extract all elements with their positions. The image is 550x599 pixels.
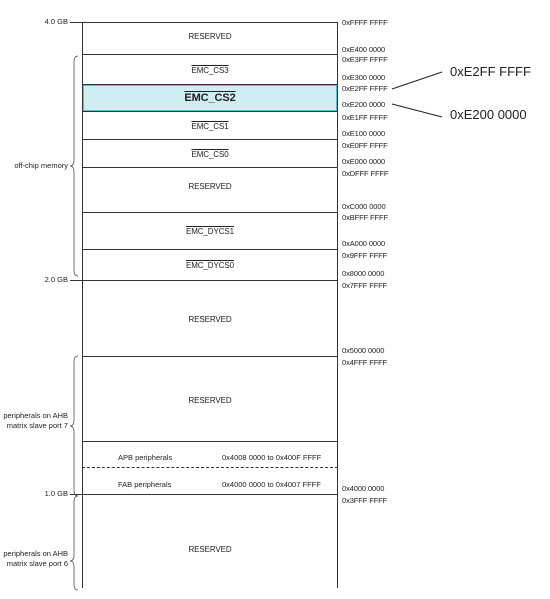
region-emc-dycs0: EMC_DYCS0 bbox=[185, 261, 234, 270]
size-tick-4gb bbox=[70, 22, 82, 23]
boundary-line bbox=[82, 249, 338, 250]
callout-line-upper bbox=[391, 71, 443, 90]
region-reserved-top: RESERVED bbox=[188, 32, 232, 41]
ahb6-label-line1: peripherals on AHB bbox=[3, 549, 68, 558]
ahb7-brace bbox=[69, 355, 79, 497]
region-emc-cs2: EMC_CS2 bbox=[184, 92, 236, 104]
callout-line-lower bbox=[391, 103, 443, 118]
region-emc-cs0: EMC_CS0 bbox=[191, 150, 229, 159]
address-label: 0xE0FF FFFF bbox=[342, 141, 388, 150]
address-label: 0xE1FF FFFF bbox=[342, 113, 388, 122]
boundary-line bbox=[82, 167, 338, 168]
size-tick-1gb bbox=[70, 494, 82, 495]
callout-lower-address: 0xE200 0000 bbox=[450, 107, 527, 122]
address-label: 0xA000 0000 bbox=[342, 239, 386, 248]
region-emc-cs3: EMC_CS3 bbox=[191, 66, 229, 75]
ahb6-brace bbox=[69, 495, 79, 591]
address-label: 0x8000 0000 bbox=[342, 269, 385, 278]
address-label: 0x9FFF FFFF bbox=[342, 251, 388, 260]
ahb7-label-line2: matrix slave port 7 bbox=[6, 421, 68, 430]
region-reserved-bottom: RESERVED bbox=[188, 545, 232, 554]
boundary-line bbox=[82, 22, 338, 23]
region-emc-dycs1: EMC_DYCS1 bbox=[185, 227, 234, 236]
address-label: 0xE000 0000 bbox=[342, 157, 386, 166]
callout-upper-address: 0xE2FF FFFF bbox=[450, 64, 531, 79]
boundary-line bbox=[82, 139, 338, 140]
region-reserved-mid: RESERVED bbox=[188, 182, 232, 191]
address-label: 0x3FFF FFFF bbox=[342, 496, 388, 505]
address-label: 0xE300 0000 bbox=[342, 73, 386, 82]
size-label-2gb: 2.0 GB bbox=[44, 275, 68, 284]
emc-cs2-highlight bbox=[83, 85, 337, 111]
boundary-line bbox=[82, 212, 338, 213]
address-label: 0xE2FF FFFF bbox=[342, 84, 388, 93]
offchip-brace bbox=[69, 55, 79, 277]
size-label-4gb: 4.0 GB bbox=[44, 17, 68, 26]
address-label: 0xE400 0000 bbox=[342, 45, 386, 54]
boundary-line bbox=[82, 84, 338, 85]
region-emc-cs1: EMC_CS1 bbox=[191, 122, 229, 131]
address-label: 0xC000 0000 bbox=[342, 202, 386, 211]
apb-fab-divider bbox=[82, 467, 338, 468]
side-braces bbox=[69, 55, 79, 591]
boundary-line bbox=[82, 494, 338, 495]
offchip-memory-label: off-chip memory bbox=[14, 161, 68, 170]
boundary-line bbox=[82, 280, 338, 281]
ahb7-label-line1: peripherals on AHB bbox=[3, 411, 68, 420]
address-label: 0x4FFF FFFF bbox=[342, 358, 388, 367]
address-label: 0xE200 0000 bbox=[342, 100, 386, 109]
size-tick-2gb bbox=[70, 280, 82, 281]
address-label: 0x4000 0000 bbox=[342, 484, 385, 493]
size-label-1gb: 1.0 GB bbox=[44, 489, 68, 498]
address-label: 0xE100 0000 bbox=[342, 129, 386, 138]
boundary-line bbox=[82, 441, 338, 442]
region-apb-range: 0x4008 0000 to 0x400F FFFF bbox=[222, 453, 322, 462]
ahb6-label-line2: matrix slave port 6 bbox=[6, 559, 68, 568]
memory-map bbox=[82, 22, 338, 588]
address-label: 0x5000 0000 bbox=[342, 346, 385, 355]
boundary-line bbox=[82, 356, 338, 357]
address-label: 0xE3FF FFFF bbox=[342, 55, 388, 64]
region-fab-name: FAB peripherals bbox=[118, 480, 172, 489]
region-reserved-ahb7: RESERVED bbox=[188, 396, 232, 405]
address-label: 0xFFFF FFFF bbox=[342, 18, 388, 27]
region-apb-name: APB peripherals bbox=[118, 453, 173, 462]
region-reserved-low: RESERVED bbox=[188, 315, 232, 324]
address-label: 0xDFFF FFFF bbox=[342, 169, 389, 178]
address-label: 0x7FFF FFFF bbox=[342, 281, 388, 290]
region-fab-range: 0x4000 0000 to 0x4007 FFFF bbox=[222, 480, 321, 489]
address-label: 0xBFFF FFFF bbox=[342, 213, 388, 222]
boundary-line bbox=[82, 111, 338, 112]
boundary-line bbox=[82, 54, 338, 55]
